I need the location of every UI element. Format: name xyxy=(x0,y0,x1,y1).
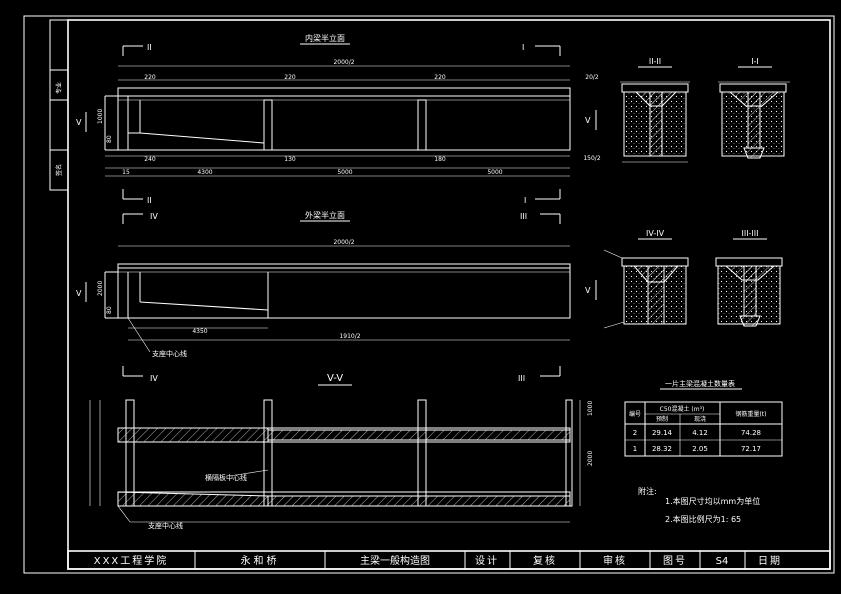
notes-head: 附注: xyxy=(638,486,657,496)
dim-span-calc: 1910/2 xyxy=(339,333,360,340)
outer-elev-title: 外梁半立面 xyxy=(305,210,345,220)
dim-1000-inner: 1000 xyxy=(97,109,104,124)
sec-IV-title: IV-IV xyxy=(646,229,665,238)
tb-review: 复核 xyxy=(533,554,557,567)
label-support-center2: 支座中心线 xyxy=(148,521,183,530)
table-sub-a: 预制 xyxy=(656,415,668,423)
table-h-concrete: C50混凝土 (m³) xyxy=(660,405,705,413)
sec-I-title: I-I xyxy=(751,57,759,66)
side-strip-a: 专业 xyxy=(55,82,63,94)
dim-span-half: 2000/2 xyxy=(333,59,354,66)
dim-4350: 4350 xyxy=(192,328,207,335)
dim-220-a: 220 xyxy=(144,74,156,81)
label-support-center: 支座中心线 xyxy=(152,349,187,358)
dim-4300: 4300 xyxy=(197,169,212,176)
tb-sheet-label: 图号 xyxy=(663,555,687,567)
sec-II-title: II-II xyxy=(649,57,661,66)
side-strip-b: 签名 xyxy=(55,164,63,176)
section-III-III: III-III xyxy=(715,229,783,327)
dim-end-gap2: 150/2 xyxy=(583,155,600,162)
marker-IV-top: IV xyxy=(150,212,158,221)
section-IV-IV: IV-IV xyxy=(603,229,689,329)
dim-span-half2: 2000/2 xyxy=(333,239,354,246)
outer-frame xyxy=(23,15,835,574)
dim-240: 240 xyxy=(144,156,156,163)
tb-sheet-no: S4 xyxy=(716,556,729,567)
notes-1: 1.本图尺寸均以mm为单位 xyxy=(665,496,760,506)
dim-small: 15 xyxy=(122,169,130,176)
marker-III-top: III xyxy=(520,212,527,221)
table-h-weight: 钢筋重量(t) xyxy=(735,410,766,418)
dim-2000-outer: 2000 xyxy=(97,281,104,296)
table-sub-b: 现浇 xyxy=(694,415,706,423)
tb-approve: 审核 xyxy=(603,554,627,567)
sec-V-title: V-V xyxy=(327,373,343,384)
marker-I-top: I xyxy=(522,43,524,52)
inner-beam-elevation: 内梁半立面 II I 2000/2 220 220 220 20/2 xyxy=(76,33,601,205)
marker-V-right: V xyxy=(585,116,591,125)
label-diaphragm-center: 横隔板中心线 xyxy=(205,473,247,482)
sec-III-title: III-III xyxy=(741,229,758,238)
tb-school: XXX工程学院 xyxy=(94,554,169,567)
tb-date-label: 日期 xyxy=(758,555,782,567)
marker-II-bot: II xyxy=(147,196,152,205)
tb-project: 永和桥 xyxy=(241,554,280,567)
dim-130: 130 xyxy=(284,156,296,163)
dim-180: 180 xyxy=(434,156,446,163)
marker-V-left: V xyxy=(76,118,82,127)
dim-220-c: 220 xyxy=(434,74,446,81)
table-r0-b: 4.12 xyxy=(692,429,708,437)
marker-IV-bot: IV xyxy=(150,374,158,383)
table-r1-a: 28.32 xyxy=(652,445,672,453)
marker-V-right2: V xyxy=(585,286,591,295)
marker-II-top: II xyxy=(147,43,152,52)
dim-1000-v: 1000 xyxy=(587,401,594,416)
notes-2: 2.本图比例尺为1: 65 xyxy=(665,514,741,524)
marker-V-left2: V xyxy=(76,289,82,298)
tb-design: 设计 xyxy=(475,554,499,567)
table-r0-a: 29.14 xyxy=(652,429,673,437)
dim-end-gap: 20/2 xyxy=(585,74,599,81)
title-block: XXX工程学院 永和桥 主梁一般构造图 设计 复核 审核 图号 S4 日期 xyxy=(67,550,831,570)
dim-5000-a: 5000 xyxy=(337,169,352,176)
table-r0-w: 74.28 xyxy=(741,429,761,437)
table-r1-no: 1 xyxy=(633,445,637,453)
inner-frame xyxy=(67,19,831,570)
marker-I-bot: I xyxy=(524,196,526,205)
tb-drawing-title: 主梁一般构造图 xyxy=(360,554,430,567)
section-I-I: I-I xyxy=(718,57,790,159)
quantity-table: 一片主梁混凝土数量表 编号 C50混凝土 (m³) 预制 现浇 钢筋重量(t) … xyxy=(624,379,783,457)
dim-220-b: 220 xyxy=(284,74,296,81)
table-h-no: 编号 xyxy=(629,410,641,418)
inner-elev-title: 内梁半立面 xyxy=(305,33,345,43)
dim-2000-v: 2000 xyxy=(587,451,594,466)
table-r1-w: 72.17 xyxy=(741,445,761,453)
table-title: 一片主梁混凝土数量表 xyxy=(665,379,735,388)
table-r0-no: 2 xyxy=(633,429,637,437)
dim-80-inner: 80 xyxy=(106,135,113,143)
notes: 附注: 1.本图尺寸均以mm为单位 2.本图比例尺为1: 65 xyxy=(638,486,760,524)
marker-III-bot: III xyxy=(518,374,525,383)
section-II-II: II-II xyxy=(620,57,690,163)
section-V-V: V-V 横隔板中心线 支座中心线 1000 2000 xyxy=(89,373,594,530)
side-strip: 专业 签名 xyxy=(49,19,69,191)
outer-beam-elevation: 外梁半立面 IV III 2000/2 V V 2000 80 4350 191… xyxy=(76,210,597,383)
dim-80-outer: 80 xyxy=(106,306,113,314)
table-r1-b: 2.05 xyxy=(692,445,708,453)
dim-5000-b: 5000 xyxy=(487,169,502,176)
